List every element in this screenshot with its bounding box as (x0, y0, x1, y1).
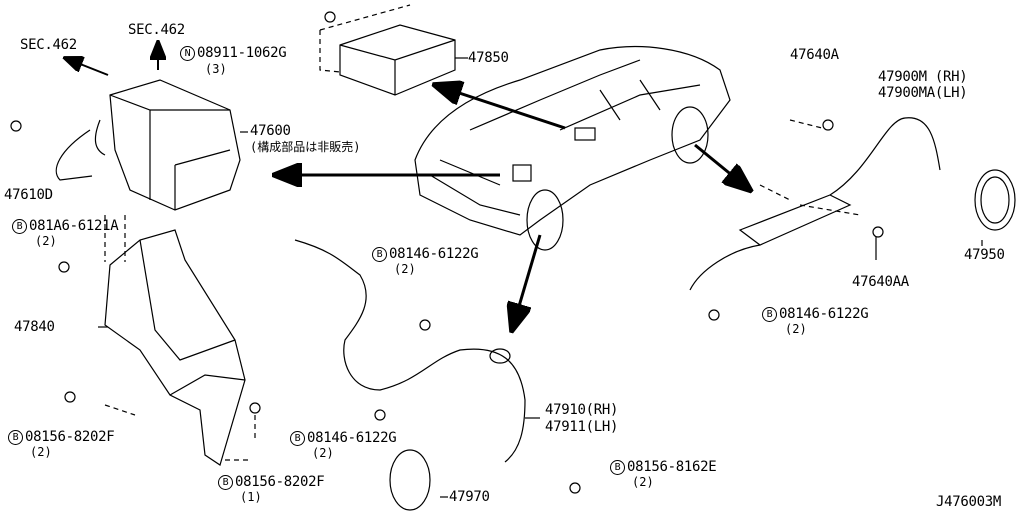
part-47911-lh: 47911(LH) (545, 419, 619, 435)
qty: (2) (312, 446, 334, 460)
qty: (2) (632, 475, 654, 489)
qty: (2) (785, 322, 807, 336)
part-47840: 47840 (14, 319, 55, 335)
bolt-symbol-icon: B (290, 431, 305, 446)
part-47600-note: (構成部品は非販売) (250, 140, 361, 154)
qty: (2) (35, 234, 57, 248)
bolt-symbol-icon: B (218, 475, 233, 490)
diagram-code: J476003M (936, 494, 1002, 510)
part-47900ma-lh: 47900MA(LH) (878, 85, 968, 101)
nut-symbol-icon: N (180, 46, 195, 61)
part-47600: 47600 (250, 123, 291, 139)
qty: (3) (205, 62, 227, 76)
part-47610d: 47610D (4, 187, 53, 203)
qty: (2) (394, 262, 416, 276)
qty: (2) (30, 445, 52, 459)
part-47970: 47970 (449, 489, 490, 505)
bolt-symbol-icon: B (372, 247, 387, 262)
part-47850: 47850 (468, 50, 509, 66)
part-47910-rh: 47910(RH) (545, 402, 619, 418)
bolt-symbol-icon: B (12, 219, 27, 234)
sec-462-left-label: SEC.462 (20, 37, 77, 53)
part-47950: 47950 (964, 247, 1005, 263)
bolt-symbol-icon: B (762, 307, 777, 322)
part-47900m-rh: 47900M (RH) (878, 69, 968, 85)
qty: (1) (240, 490, 262, 504)
bolt-symbol-icon: B (8, 430, 23, 445)
part-47640aa: 47640AA (852, 274, 909, 290)
part-47640a: 47640A (790, 47, 839, 63)
vehicle-outline (414, 46, 731, 251)
sec-462-top-label: SEC.462 (128, 22, 185, 38)
bolt-symbol-icon: B (610, 460, 625, 475)
